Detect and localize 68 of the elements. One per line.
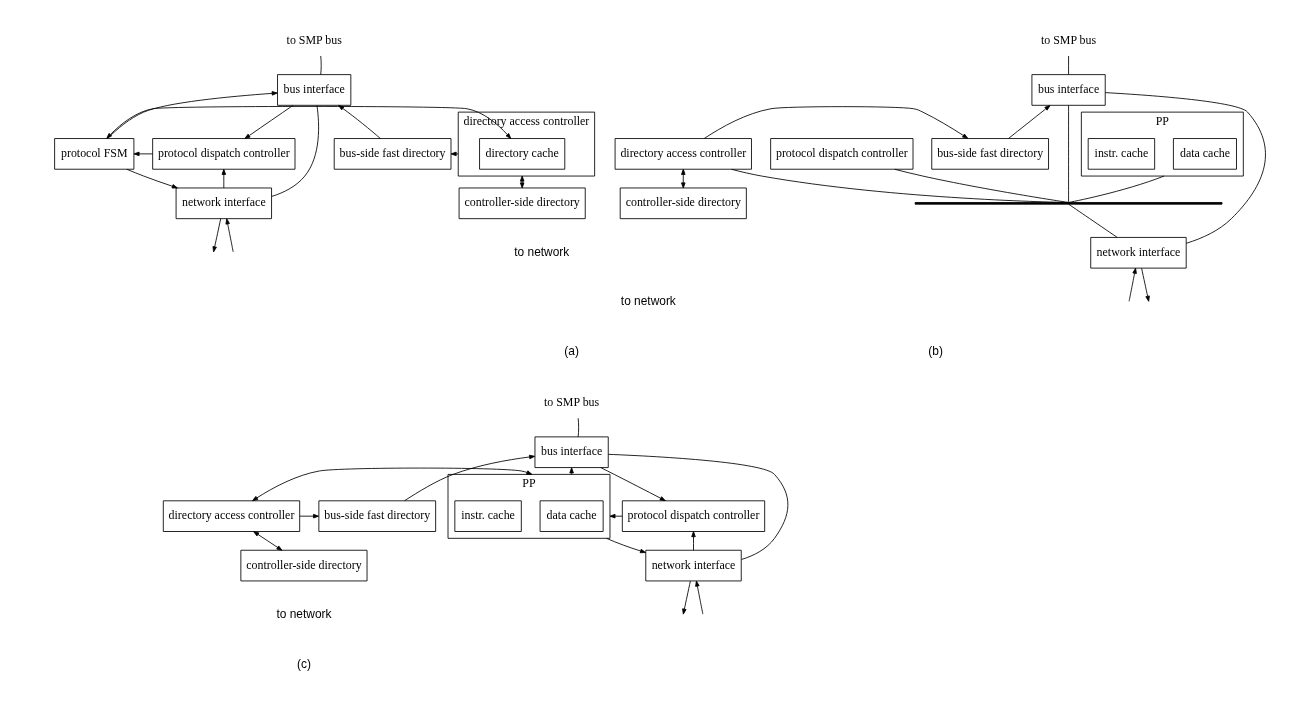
node-box: network interface — [1090, 237, 1187, 269]
arrow — [252, 467, 533, 502]
arrow — [600, 467, 666, 502]
connector — [320, 55, 322, 76]
arrow — [703, 106, 969, 139]
arrow — [609, 513, 623, 519]
arrow — [107, 91, 278, 139]
node-box: bus-side fast directory — [318, 500, 437, 532]
node-bar — [914, 202, 1223, 205]
connector — [1068, 55, 1069, 76]
connector — [271, 105, 320, 197]
arrow — [106, 106, 512, 139]
node-text: to SMP bus — [544, 394, 600, 409]
connector — [894, 168, 1069, 203]
label: to network — [276, 607, 332, 622]
node-box: network interface — [645, 549, 742, 582]
arrow — [695, 580, 704, 615]
arrow — [253, 531, 283, 551]
node-box: bus-side fast directory — [333, 138, 452, 170]
node-box: network interface — [175, 187, 272, 220]
node-box: controller-side directory — [619, 187, 747, 220]
arrow — [1128, 267, 1137, 302]
connector — [1068, 203, 1118, 238]
node-box: bus interface — [534, 436, 609, 468]
node-box: bus interface — [277, 74, 352, 106]
arrow — [1141, 267, 1150, 302]
node-box: bus interface — [1031, 74, 1106, 106]
node-box: data cache — [539, 500, 604, 532]
arrow — [221, 168, 227, 189]
label: (a) — [564, 343, 579, 358]
label: to network — [514, 244, 570, 259]
connector — [577, 417, 580, 438]
node-box: protocol FSM — [54, 138, 135, 170]
arrow — [691, 531, 696, 551]
arrow — [404, 454, 536, 502]
label: (b) — [928, 343, 943, 358]
node-box: controller-side directory — [240, 549, 368, 582]
node-box: instr. cache — [454, 500, 522, 532]
node-box: data cache — [1173, 138, 1237, 170]
arrow — [133, 151, 153, 157]
node-text: to SMP bus — [1040, 32, 1097, 47]
node-box: protocol dispatch controller — [152, 138, 296, 170]
node-box: instr. cache — [1087, 138, 1156, 170]
connector — [1068, 105, 1069, 203]
node-box: protocol dispatch controller — [621, 500, 766, 532]
arrow — [244, 104, 294, 139]
arrow — [681, 168, 686, 189]
arrow — [212, 218, 222, 253]
connector — [1104, 92, 1266, 244]
arrow — [606, 537, 646, 554]
node-box: directory access controller — [162, 500, 301, 532]
arrow — [338, 104, 381, 139]
arrow — [450, 151, 459, 157]
label: to network — [620, 294, 676, 309]
arrow — [682, 580, 691, 615]
connector — [1068, 175, 1165, 203]
arrow — [225, 218, 234, 253]
node-box: controller-side directory — [458, 187, 586, 220]
arrow — [299, 513, 319, 519]
node-box: directory cache — [479, 138, 566, 170]
arrow — [126, 168, 178, 189]
connector — [607, 453, 789, 560]
label: (c) — [297, 656, 311, 671]
node-box: protocol dispatch controller — [770, 138, 914, 170]
node-box: bus-side fast directory — [931, 138, 1049, 170]
arrow — [1008, 105, 1051, 139]
node-text: to SMP bus — [286, 32, 342, 47]
node-box: directory access controller — [614, 138, 752, 170]
